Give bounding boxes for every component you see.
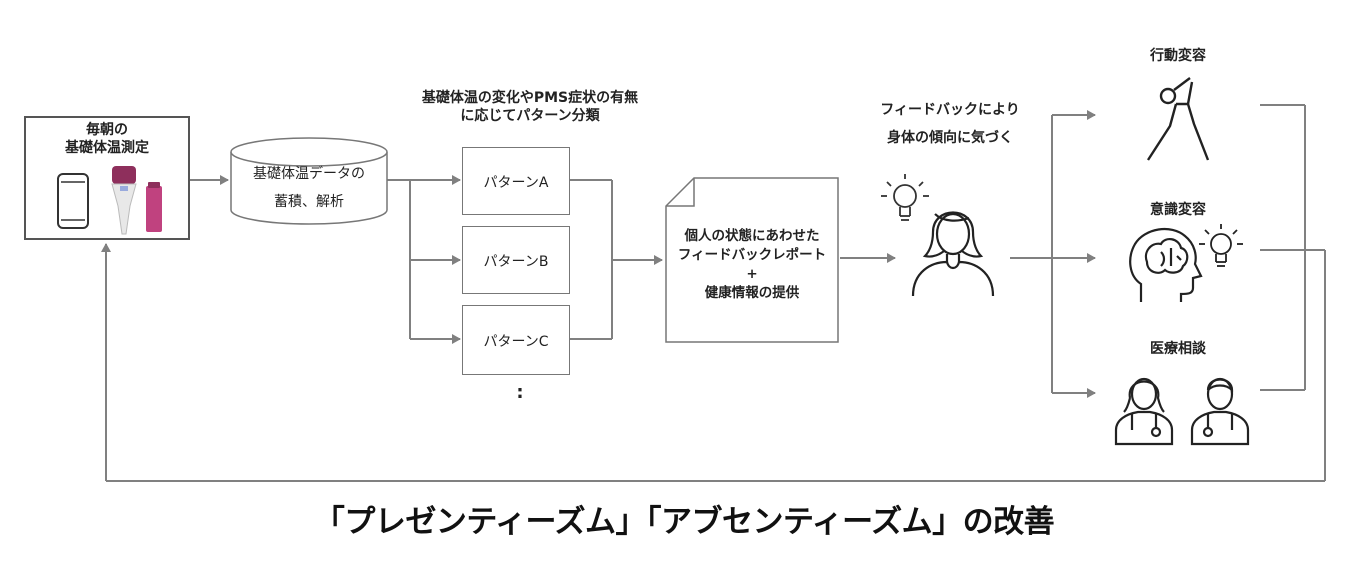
thermometer-icon [111, 166, 137, 235]
awareness-caption-line1: フィードバックにより [880, 102, 1020, 118]
database-label-line1: 基礎体温データの [253, 166, 365, 182]
thermometer-case-icon [146, 182, 162, 232]
lightbulb-small-icon [1199, 224, 1243, 267]
report-line3: 健康情報の提供 [704, 285, 800, 301]
outcome-consultation-label: 医療相談 [1150, 341, 1206, 357]
outcome-awareness-label: 意識変容 [1150, 202, 1206, 218]
pattern-box-c: パターンC [462, 305, 570, 375]
woman-icon [911, 211, 995, 297]
pattern-b-label: パターンB [483, 254, 549, 270]
pattern-box-b: パターンB [462, 226, 570, 294]
pattern-box-a: パターンA [462, 147, 570, 215]
brain-head-icon [1129, 227, 1203, 302]
classification-caption-line2: に応じてパターン分類 [460, 108, 600, 124]
report-plus: + [746, 266, 758, 282]
pattern-c-label: パターンC [483, 334, 549, 350]
report-line2: フィードバックレポート [677, 247, 827, 263]
classification-caption-line1: 基礎体温の変化やPMS症状の有無 [421, 90, 639, 106]
awareness-caption-line2: 身体の傾向に気づく [887, 130, 1013, 146]
report-line1: 個人の状態にあわせた [684, 228, 820, 244]
database-label-line2: 蓄積、解析 [274, 194, 344, 210]
doctors-icon [1114, 377, 1250, 446]
start-box-title-line2: 基礎体温測定 [65, 140, 149, 156]
stretching-person-icon [1146, 77, 1210, 161]
database-cylinder [230, 137, 388, 225]
footer-title: 「プレゼンティーズム」「アブセンティーズム」の改善 [313, 504, 1055, 540]
report-document [665, 177, 839, 343]
devices-illustration [57, 166, 162, 235]
smartphone-icon [57, 173, 89, 229]
more-patterns-ellipsis: : [516, 382, 524, 403]
start-box-title-line1: 毎朝の [86, 122, 128, 138]
lightbulb-icon [881, 174, 929, 221]
outcome-behavior-label: 行動変容 [1150, 48, 1206, 64]
start-box: 毎朝の 基礎体温測定 [24, 116, 190, 240]
pattern-a-label: パターンA [483, 175, 549, 191]
